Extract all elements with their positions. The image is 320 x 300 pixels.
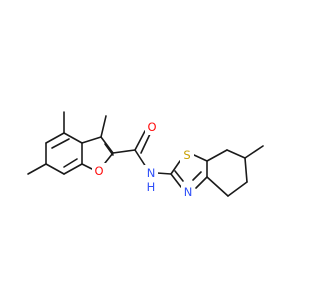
bond [192,171,202,181]
molecule-structure: O O N H S N [27,111,264,200]
atom-s-thiazole: S [183,148,190,162]
bond [63,158,78,168]
bond [63,163,83,175]
atom-n-amide: N [147,166,156,180]
bond [100,136,114,154]
bond [193,154,208,162]
bond [170,160,181,175]
bond [104,143,114,156]
atom-o-carbonyl: O [147,120,156,134]
bond [244,145,264,159]
bond [156,172,172,175]
atom-n-thiazole: N [184,185,193,199]
bond [81,136,102,144]
bond [170,173,182,188]
bond [226,149,246,159]
atom-h-amide: H [147,180,156,194]
bond [45,163,65,175]
bond [244,157,248,183]
bond [206,176,229,197]
bond [140,133,151,154]
bond [227,181,248,197]
bond [195,176,208,189]
bond [100,115,107,138]
bond [63,132,83,144]
atom-o-furan: O [94,164,103,178]
molecule-structure-canvas: O O N H S N [27,111,264,200]
bond [51,138,70,149]
bond [134,130,146,151]
bond [134,149,147,168]
atom-label-layer: O O N H S N [92,119,195,200]
bond [206,149,228,162]
bond-layer [27,111,264,197]
bond [45,132,65,144]
bond [104,152,114,164]
bond [27,163,47,175]
bond [112,149,136,154]
bond [174,170,184,182]
